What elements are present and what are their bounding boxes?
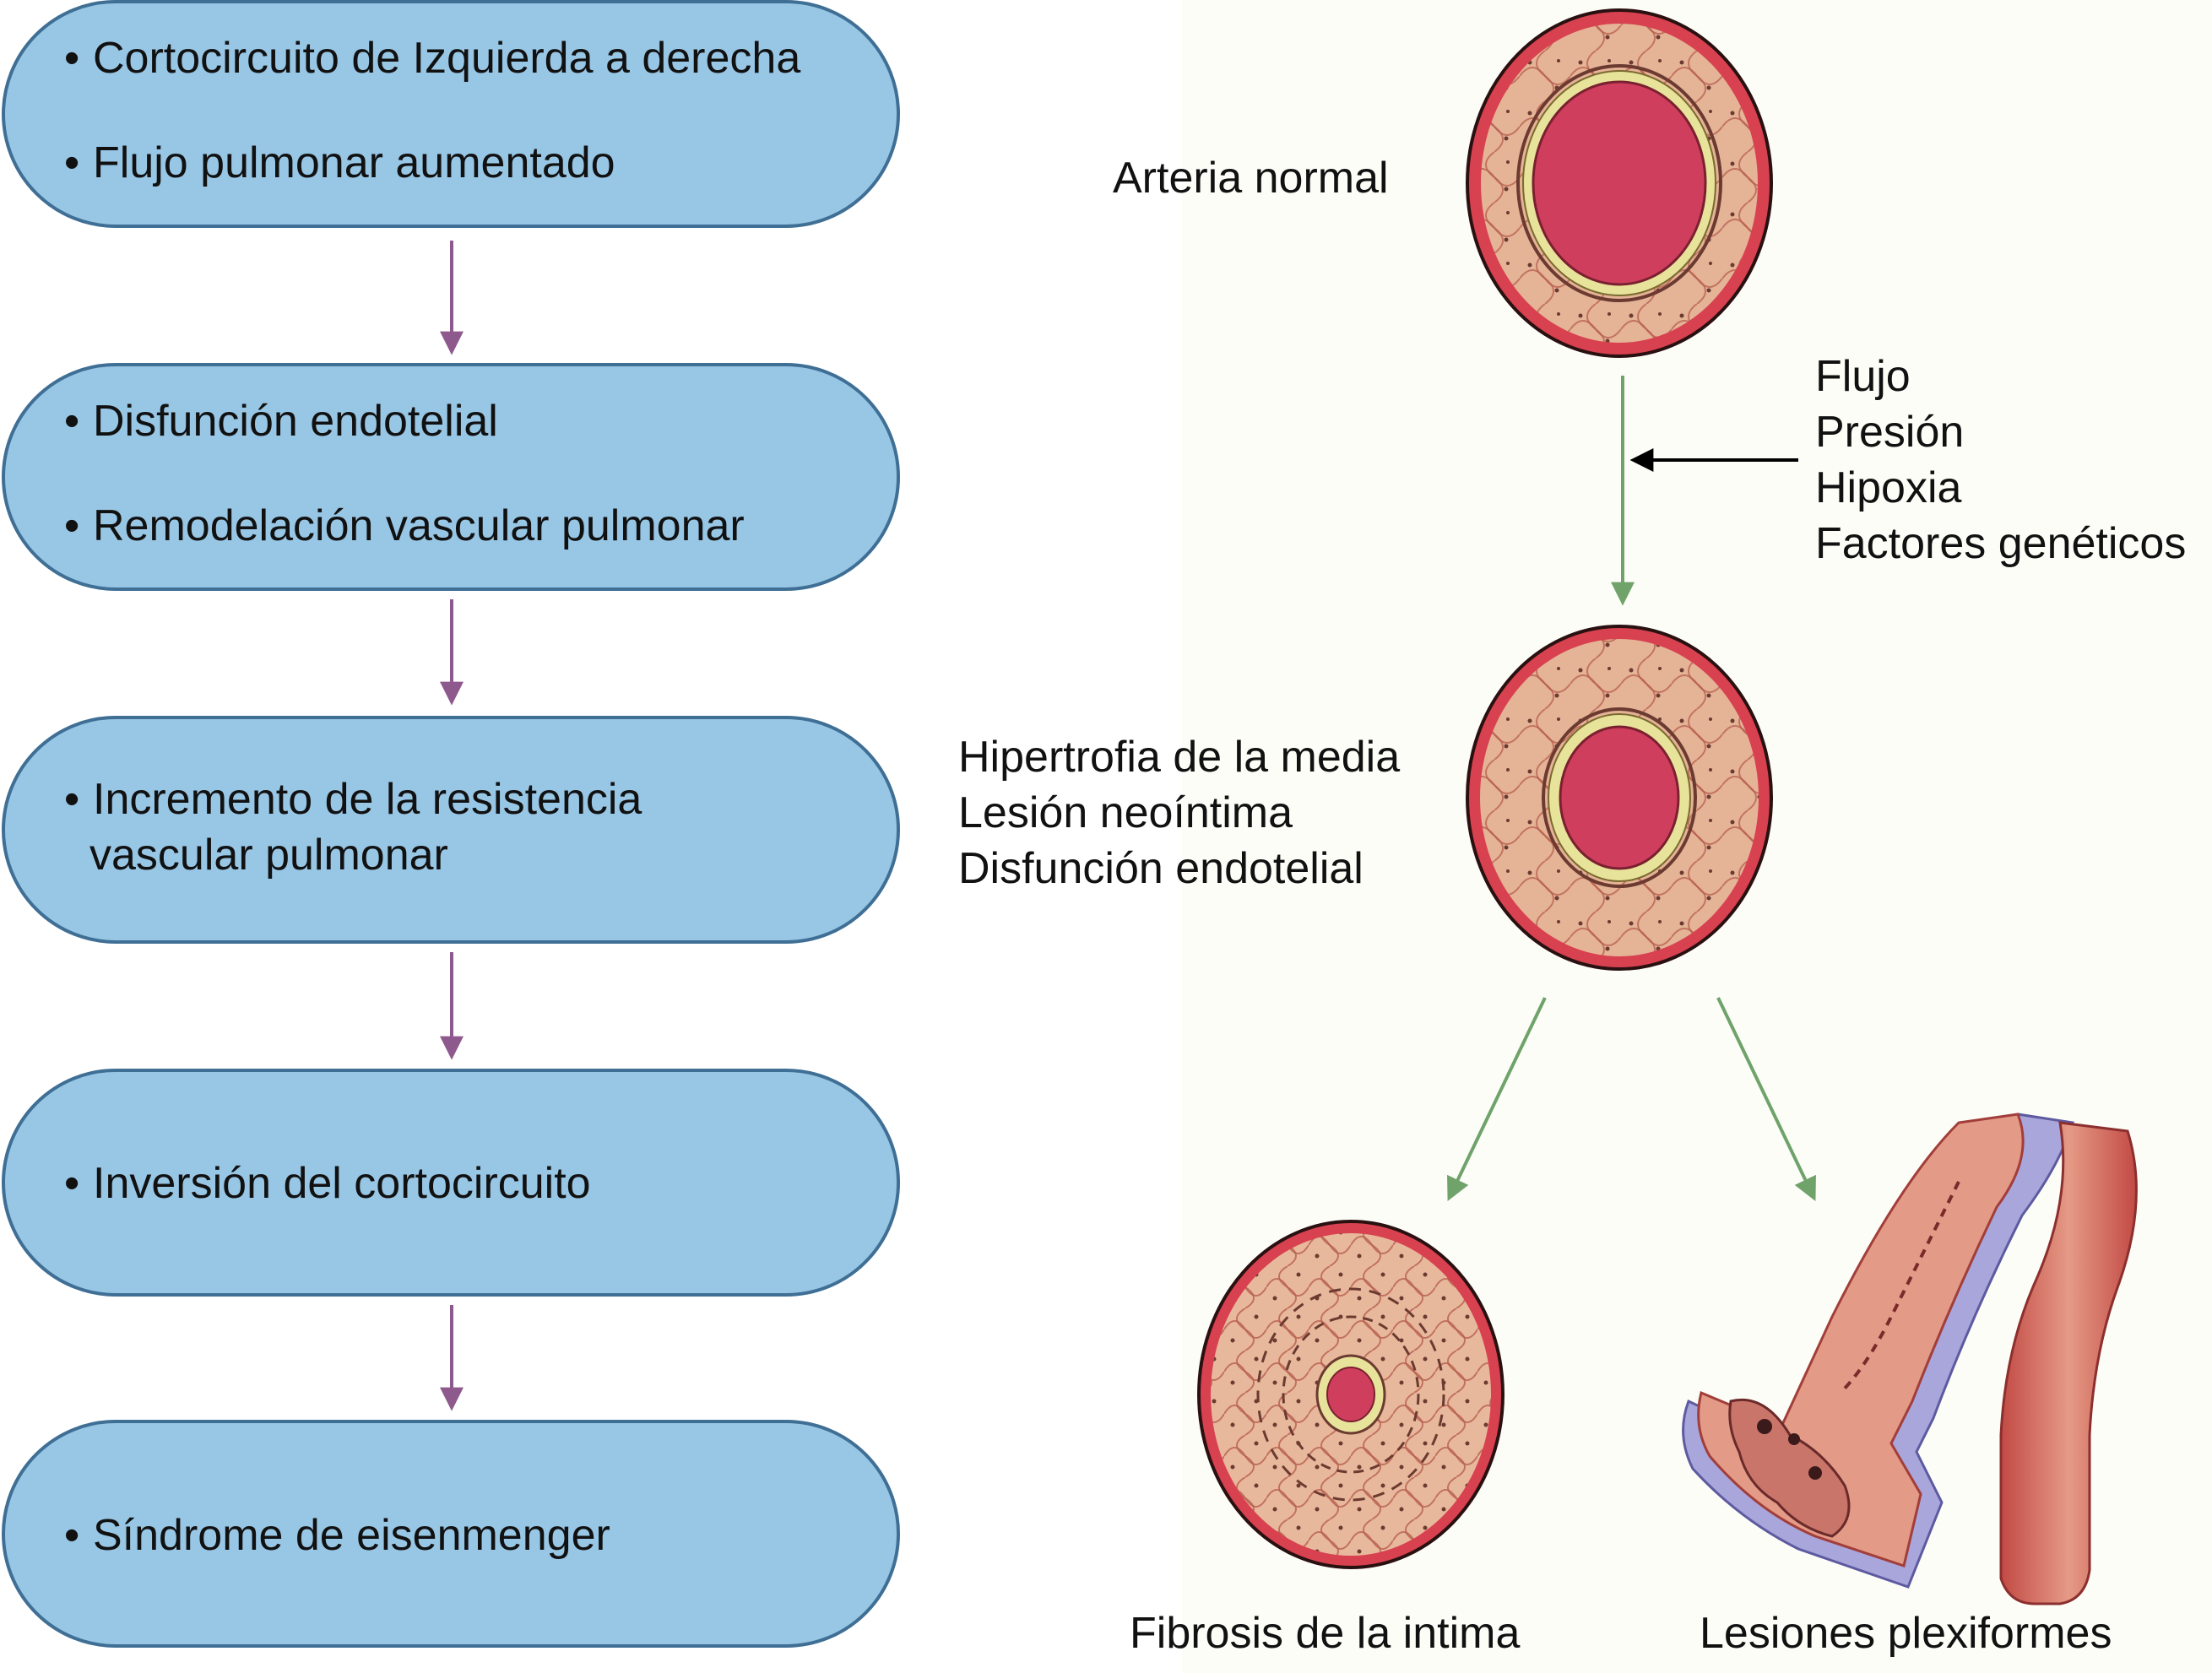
hypertrophy-label-3: Disfunción endotelial xyxy=(958,844,1364,893)
bullet-dot: • xyxy=(64,138,80,187)
normal-artery-illustration xyxy=(1466,8,1773,358)
flow-text: Síndrome de eisenmenger xyxy=(93,1511,610,1560)
hypertrophy-label-1: Hipertrofia de la media xyxy=(958,733,1401,782)
bullet-dot: • xyxy=(64,397,80,446)
flow-box-3-line-2: vascular pulmonar xyxy=(89,831,448,880)
hypertrophy-label-2: Lesión neoíntima xyxy=(958,788,1293,837)
flow-box-4-line-1: • Inversión del cortocircuito xyxy=(64,1156,591,1210)
fibrosis-label: Fibrosis de la intima xyxy=(1130,1609,1521,1658)
flow-box-4: • Inversión del cortocircuito xyxy=(2,1069,900,1297)
bullet-dot: • xyxy=(64,1159,80,1208)
flow-text: Incremento de la resistencia xyxy=(93,775,642,824)
bullet-dot: • xyxy=(64,775,80,824)
flow-text: Inversión del cortocircuito xyxy=(93,1159,591,1208)
flow-text: Cortocircuito de Izquierda a derecha xyxy=(93,34,801,83)
flow-box-1-line-1: • Cortocircuito de Izquierda a derecha xyxy=(64,31,800,85)
factor-4: Factores genéticos xyxy=(1815,519,2187,568)
flow-box-1: • Cortocircuito de Izquierda a derecha • F… xyxy=(2,0,900,228)
factor-1: Flujo xyxy=(1815,352,1911,401)
hypertrophy-artery-illustration xyxy=(1466,625,1773,971)
flow-box-2: • Disfunción endotelial • Remodelación vas… xyxy=(2,363,900,591)
normal-artery-label: Arteria normal xyxy=(1113,154,1389,203)
flow-text: Remodelación vascular pulmonar xyxy=(93,501,745,550)
bullet-dot: • xyxy=(64,501,80,550)
flow-text: Flujo pulmonar aumentado xyxy=(93,138,615,187)
flow-box-1-line-2: • Flujo pulmonar aumentado xyxy=(64,136,615,190)
flow-text: Disfunción endotelial xyxy=(93,397,498,446)
factor-2: Presión xyxy=(1815,408,1965,457)
bullet-dot: • xyxy=(64,34,80,83)
flow-box-2-line-1: • Disfunción endotelial xyxy=(64,394,498,448)
bullet-dot: • xyxy=(64,1511,80,1560)
factor-3: Hipoxia xyxy=(1815,463,1962,512)
flow-box-5-line-1: • Síndrome de eisenmenger xyxy=(64,1508,610,1562)
flow-box-2-line-2: • Remodelación vascular pulmonar xyxy=(64,499,745,553)
plexiform-label: Lesiones plexiformes xyxy=(1700,1609,2112,1658)
flow-box-5: • Síndrome de eisenmenger xyxy=(2,1420,900,1648)
flow-box-3: • Incremento de la resistencia vascular p… xyxy=(2,716,900,944)
fibrosis-arrow xyxy=(1447,997,1547,1202)
flow-box-3-line-1: • Incremento de la resistencia xyxy=(64,772,642,826)
fibrosis-artery-illustration xyxy=(1197,1220,1504,1569)
plexiform-arrow xyxy=(1716,997,1816,1202)
plexiform-lesion-illustration xyxy=(1682,1113,2138,1605)
